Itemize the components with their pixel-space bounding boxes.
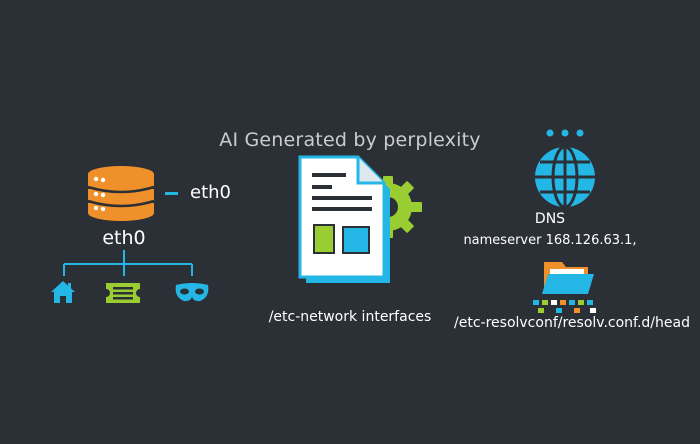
mask-icon [175,283,209,302]
network-interfaces-label: /etc-network interfaces [268,309,432,325]
eth0-connector-dash [165,192,178,195]
eth0-label: eth0 [102,227,146,249]
folder-icon [533,262,596,313]
nameserver-text: nameserver 168.126.63.1, [463,233,637,248]
document-icon [298,155,390,283]
resolv-path-label: /etc-resolvconf/resolv.conf.d/head [454,315,690,331]
ticket-icon [106,283,140,303]
house-icon [51,281,75,303]
eth0-side-label: eth0 [190,182,231,203]
globe-icon [535,145,595,209]
tree-connector [63,250,193,276]
ellipsis-icon [546,129,584,137]
dns-title: DNS [534,211,566,227]
watermark-text: AI Generated by perplexity [219,129,481,151]
server-icon [87,166,155,221]
